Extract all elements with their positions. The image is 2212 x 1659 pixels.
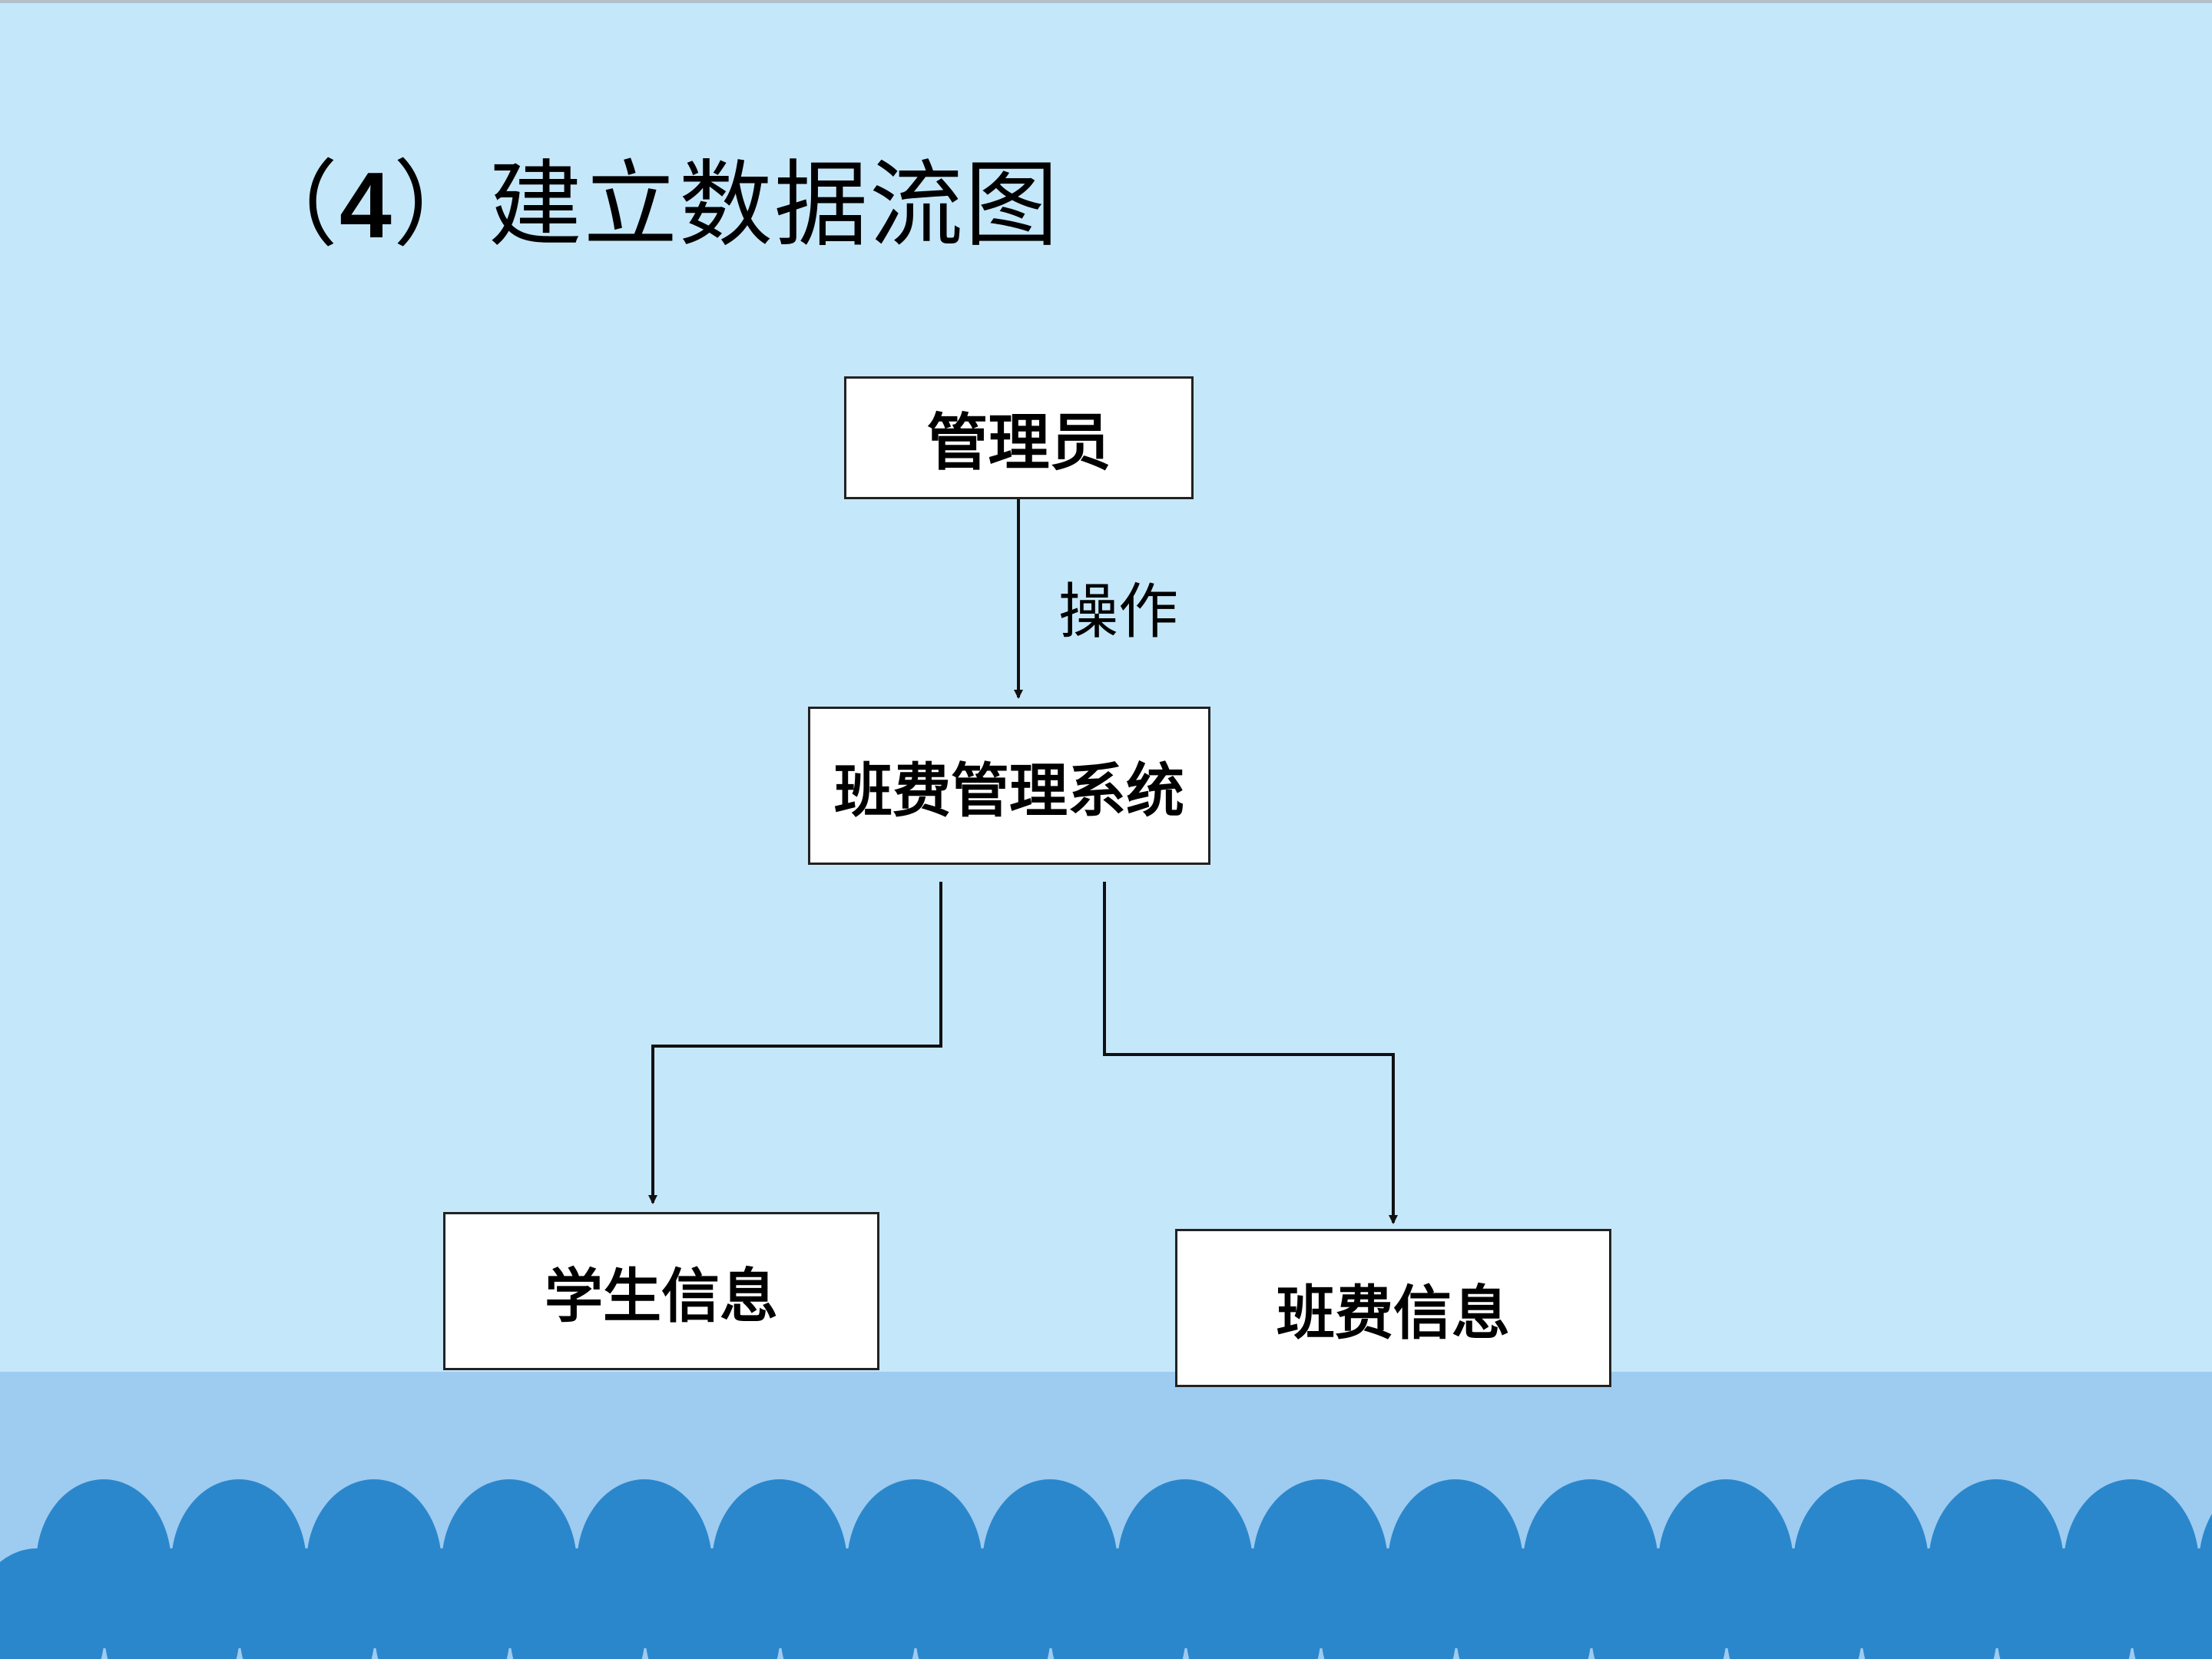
- title-text: ）建立数据流图: [392, 151, 1060, 260]
- title-number: 4: [339, 153, 393, 257]
- wave-scallop: [916, 1548, 1051, 1659]
- node-system: 班费管理系统: [808, 707, 1210, 865]
- wave-scallop: [510, 1548, 645, 1659]
- wave-decoration: [0, 1479, 2212, 1659]
- title-prefix: （: [244, 151, 339, 260]
- wave-scallop: [2132, 1548, 2212, 1659]
- wave-scallop: [104, 1548, 240, 1659]
- flow-label-operate: 操作: [1058, 578, 1179, 647]
- wave-scallop: [1591, 1548, 1727, 1659]
- node-student-info: 学生信息: [443, 1212, 879, 1370]
- wave-scallop: [645, 1548, 780, 1659]
- node-admin-label: 管理员: [926, 407, 1111, 478]
- node-system-label: 班费管理系统: [834, 757, 1184, 825]
- wave-scallop: [1862, 1548, 1997, 1659]
- arrow-system-to-student-info: [648, 882, 942, 1204]
- arrow-system-to-fee-info: [1103, 882, 1398, 1224]
- wave-scallop: [0, 1548, 104, 1659]
- node-admin: 管理员: [844, 376, 1194, 499]
- wave-scallop: [1321, 1548, 1456, 1659]
- wave-scallop: [1186, 1548, 1321, 1659]
- wave-scallop: [1997, 1548, 2132, 1659]
- slide-title: （4）建立数据流图: [244, 129, 1060, 265]
- wave-scallop: [375, 1548, 510, 1659]
- wave-scallop: [240, 1548, 375, 1659]
- node-fee-info: 班费信息: [1175, 1229, 1611, 1387]
- top-border: [0, 0, 2212, 3]
- wave-scallop: [780, 1548, 916, 1659]
- node-fee-info-label: 班费信息: [1277, 1279, 1510, 1347]
- node-student-info-label: 学生信息: [545, 1262, 778, 1330]
- wave-scallop: [1051, 1548, 1186, 1659]
- wave-scallop: [1727, 1548, 1862, 1659]
- wave-scallop: [1456, 1548, 1591, 1659]
